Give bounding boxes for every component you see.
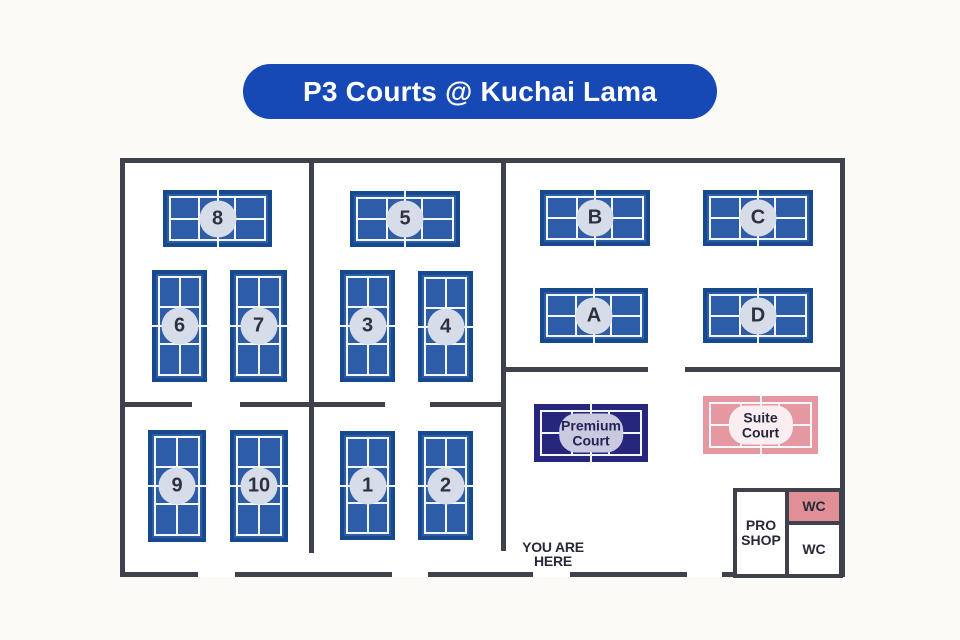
court-9: 9 xyxy=(145,430,209,542)
wall-vertical-left-section xyxy=(309,158,314,553)
court-1-label: 1 xyxy=(349,467,386,504)
court-suite: Suite Court xyxy=(703,393,818,457)
court-5-label: 5 xyxy=(386,200,424,238)
wall-bottom-seg3 xyxy=(428,572,533,577)
court-premium: Premium Court xyxy=(534,401,648,465)
wc-room-top: WC xyxy=(785,488,843,525)
court-9-label: 9 xyxy=(158,467,196,505)
wall-mid-right-seg2 xyxy=(685,367,845,372)
wc-room-bottom: WC xyxy=(785,521,843,578)
wall-left xyxy=(120,158,125,577)
wall-bottom-seg2 xyxy=(235,572,392,577)
court-b-label: B xyxy=(576,199,614,237)
you-are-here-label: YOU ARE HERE xyxy=(503,540,603,568)
court-4: 4 xyxy=(415,271,476,382)
wall-bottom-seg4 xyxy=(570,572,687,577)
court-2-label: 2 xyxy=(427,467,464,504)
court-10: 10 xyxy=(227,430,291,542)
court-7: 7 xyxy=(227,270,290,382)
wc-top-label: WC xyxy=(802,498,826,514)
title-banner: P3 Courts @ Kuchai Lama xyxy=(243,64,717,119)
court-d: D xyxy=(703,285,813,346)
wall-mid-left-seg1 xyxy=(120,402,192,407)
court-2: 2 xyxy=(415,431,476,540)
court-8-label: 8 xyxy=(199,200,236,237)
court-6-label: 6 xyxy=(161,307,198,345)
court-c: C xyxy=(703,187,813,249)
court-4-label: 4 xyxy=(427,308,464,345)
wall-mid-right-seg1 xyxy=(503,367,648,372)
court-7-label: 7 xyxy=(240,307,277,345)
you-are-here-line2: HERE xyxy=(533,553,573,569)
wall-mid-left-seg2 xyxy=(240,402,385,407)
wall-mid-left-seg3 xyxy=(430,402,506,407)
court-a-label: A xyxy=(575,297,613,334)
court-1: 1 xyxy=(337,431,398,540)
court-3: 3 xyxy=(337,270,398,382)
page-title: P3 Courts @ Kuchai Lama xyxy=(303,75,657,107)
court-a: A xyxy=(540,285,648,346)
wc-bottom-label: WC xyxy=(802,541,826,557)
court-6: 6 xyxy=(149,270,210,382)
wall-vertical-mid-section xyxy=(501,158,506,551)
wall-top xyxy=(120,158,845,163)
court-b: B xyxy=(540,187,650,249)
court-suite-label: Suite Court xyxy=(728,405,793,445)
court-8: 8 xyxy=(163,187,272,250)
wall-bottom-seg1 xyxy=(120,572,198,577)
court-c-label: C xyxy=(739,199,777,237)
court-5: 5 xyxy=(350,188,460,250)
court-d-label: D xyxy=(739,297,777,334)
court-premium-label: Premium Court xyxy=(559,413,623,453)
court-10-label: 10 xyxy=(240,467,278,505)
court-3-label: 3 xyxy=(349,307,386,345)
you-are-here-line1: YOU ARE xyxy=(522,539,584,555)
